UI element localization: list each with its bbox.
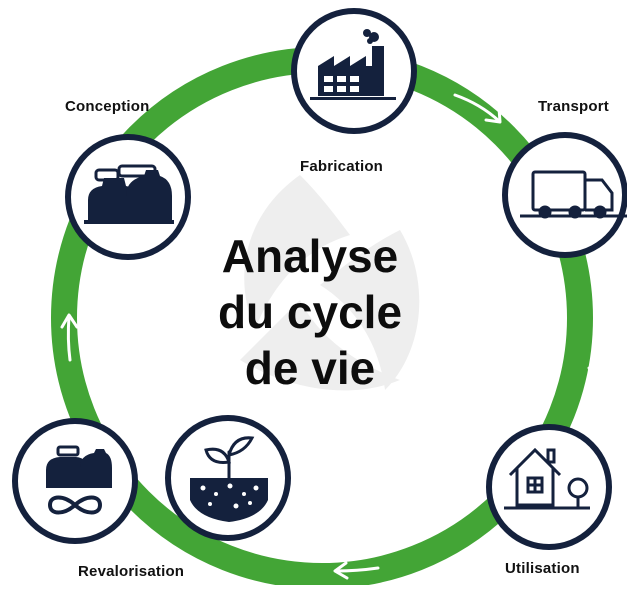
arrow-icon xyxy=(453,93,502,124)
plant-soil-icon xyxy=(190,436,268,522)
arrow-icon xyxy=(60,313,79,362)
title-line-2: du cycle xyxy=(217,286,403,338)
node-fabrication xyxy=(291,8,417,134)
factory-icon xyxy=(310,29,396,100)
label-transport: Transport xyxy=(538,98,609,115)
cycle-arrows xyxy=(60,84,606,580)
label-utilisation: Utilisation xyxy=(505,560,580,577)
node-sol xyxy=(165,415,291,541)
arrow-icon xyxy=(210,84,263,117)
arrow-icon xyxy=(333,561,380,580)
tanks-icon xyxy=(84,164,174,224)
diagram-title: Analyse du cycle de vie xyxy=(175,228,445,396)
arrow-icon xyxy=(587,333,606,383)
label-revalorisation: Revalorisation xyxy=(78,563,185,580)
title-line-1: Analyse xyxy=(221,230,399,282)
title-line-3: de vie xyxy=(244,342,376,394)
node-utilisation xyxy=(486,424,612,550)
truck-icon xyxy=(520,170,627,219)
recycle-infinity-icon xyxy=(46,445,112,515)
node-transport xyxy=(502,132,627,258)
house-tree-icon xyxy=(504,447,590,510)
node-conception xyxy=(65,134,191,260)
label-conception: Conception xyxy=(65,98,150,115)
label-fabrication: Fabrication xyxy=(300,158,384,175)
recycle-watermark-icon xyxy=(240,175,420,391)
node-revalorisation xyxy=(12,418,138,544)
